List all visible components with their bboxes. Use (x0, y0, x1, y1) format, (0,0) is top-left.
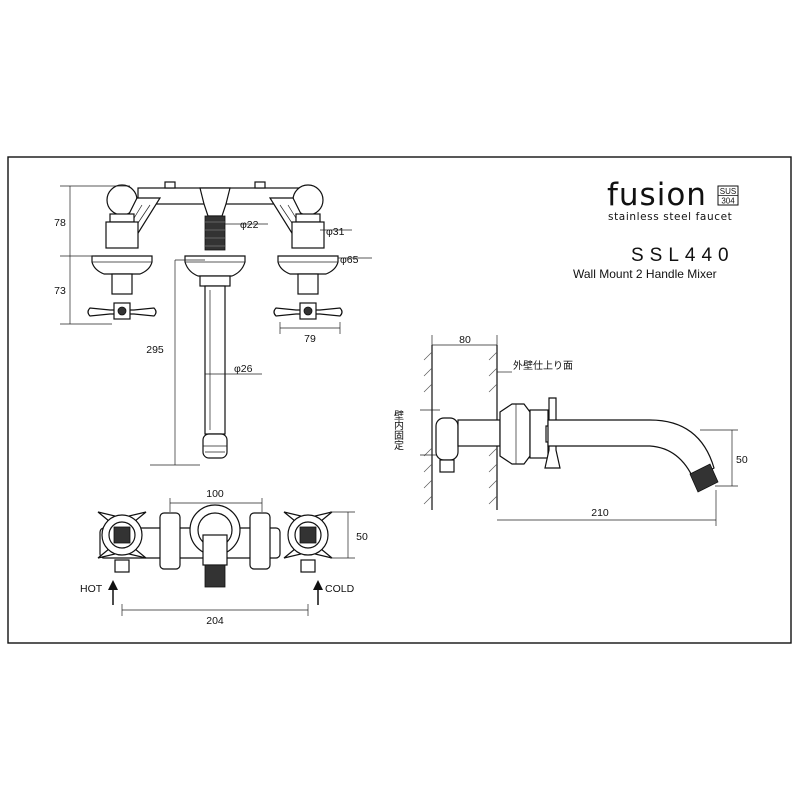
dim-wall: 80 (459, 334, 471, 346)
outer-wall-label: 外壁仕上り面 (513, 359, 573, 372)
dim-spout-drop: 50 (736, 454, 748, 466)
model-number: SSL440 (631, 245, 735, 266)
dia-31-label: φ31 (326, 226, 345, 238)
brand-tagline: stainless steel faucet (608, 211, 732, 223)
front-view: 78 73 295 φ22 φ31 φ65 φ26 79 (54, 181, 372, 466)
dim-overall: 204 (206, 615, 224, 627)
brand-logo: fusion (607, 177, 707, 213)
dim-depth: 50 (356, 531, 368, 543)
dim-height-top: 78 (54, 217, 66, 229)
hot-label: HOT (80, 583, 103, 595)
badge-bottom-text: 304 (721, 197, 735, 206)
cold-label: COLD (325, 583, 355, 595)
dia-65-label: φ65 (340, 254, 359, 266)
drawing-border (7, 156, 792, 644)
dia-22-label: φ22 (240, 219, 259, 231)
brand-block: fusion SUS 304 stainless steel faucet SS… (573, 177, 739, 281)
dim-center: 100 (206, 488, 224, 500)
dim-spout-length: 295 (146, 344, 164, 356)
dim-reach: 210 (591, 507, 609, 519)
dia-26-label: φ26 (234, 363, 253, 375)
side-view: 80 210 50 外壁仕上り面 壁内固定 (392, 334, 748, 526)
product-description: Wall Mount 2 Handle Mixer (573, 267, 717, 281)
top-view: HOT COLD 100 50 204 (80, 488, 368, 627)
badge-top-text: SUS (720, 187, 736, 196)
dim-handle-width: 79 (304, 333, 316, 345)
wall-fix-label: 壁内固定 (392, 409, 404, 451)
dim-height-mid: 73 (54, 285, 66, 297)
